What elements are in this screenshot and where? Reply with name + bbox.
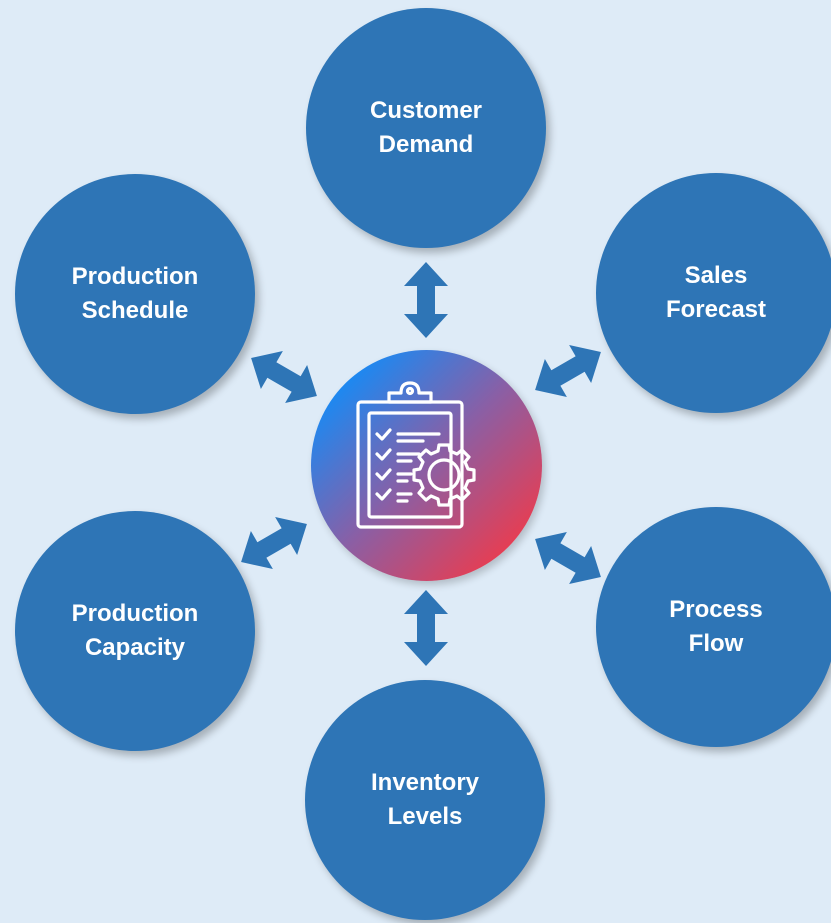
arrow-customer-demand <box>404 262 448 338</box>
node-label: Production Capacity <box>71 600 199 661</box>
clipboard-checklist-gear-icon <box>356 381 476 529</box>
node-label: Sales Forecast <box>665 262 767 323</box>
arrow-inventory-levels <box>404 590 448 666</box>
node-production-capacity: Production Capacity <box>15 511 255 751</box>
node-customer-demand: Customer Demand <box>306 8 546 248</box>
node-label: Inventory Levels <box>370 769 480 830</box>
hub-circle <box>311 350 542 581</box>
node-sales-forecast: Sales Forecast <box>596 173 831 413</box>
node-label: Production Schedule <box>71 263 199 324</box>
node-process-flow: Process Flow <box>596 507 831 747</box>
node-inventory-levels: Inventory Levels <box>305 680 545 920</box>
arrow-production-capacity <box>230 504 318 582</box>
node-label: Customer Demand <box>369 97 483 158</box>
node-production-schedule: Production Schedule <box>15 174 255 414</box>
node-label: Process Flow <box>669 596 763 657</box>
